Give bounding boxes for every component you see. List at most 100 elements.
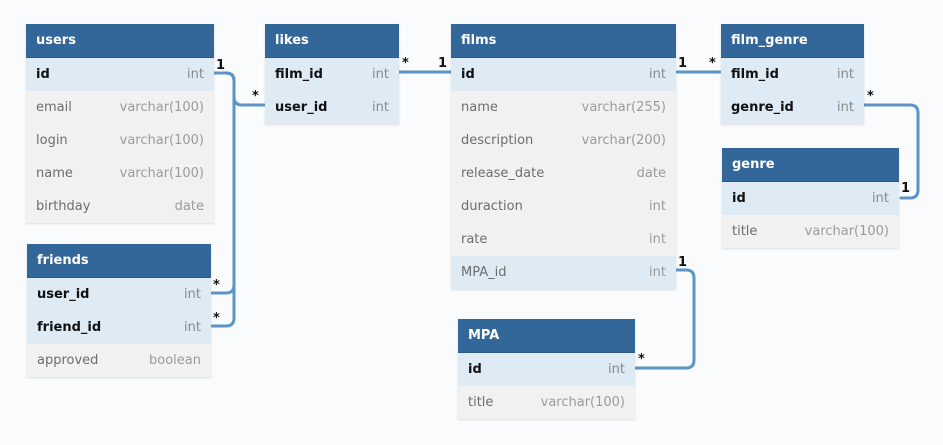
- table-films-row-id[interactable]: id int: [451, 58, 676, 91]
- relation-users-friends-user: [210, 71, 236, 295]
- table-films-header[interactable]: films: [451, 24, 676, 58]
- column-name: description: [461, 133, 534, 148]
- column-type: int: [187, 67, 204, 82]
- column-name: user_id: [275, 100, 328, 115]
- table-genre-row-title[interactable]: title varchar(100): [722, 215, 899, 248]
- cardinality-films-filmgenre-many: *: [709, 56, 716, 71]
- relation-films-mpa: [634, 268, 696, 370]
- table-films-row-description[interactable]: description varchar(200): [451, 124, 676, 157]
- table-mpa[interactable]: MPA id int title varchar(100): [458, 319, 635, 419]
- table-users-row-id[interactable]: id int: [26, 58, 214, 91]
- column-name: name: [36, 166, 73, 181]
- column-name: email: [36, 100, 72, 115]
- column-type: date: [636, 166, 666, 181]
- cardinality-films-mpa-many: *: [638, 352, 645, 367]
- column-name: id: [468, 362, 482, 377]
- table-films-row-duraction[interactable]: duraction int: [451, 190, 676, 223]
- column-type: varchar(100): [119, 133, 204, 148]
- column-name: user_id: [37, 287, 90, 302]
- table-users-row-birthday[interactable]: birthday date: [26, 190, 214, 223]
- table-users[interactable]: users id int email varchar(100) login va…: [26, 24, 214, 223]
- cardinality-likes-films-many: *: [402, 56, 409, 71]
- column-type: int: [837, 100, 854, 115]
- column-type: int: [184, 287, 201, 302]
- table-films-row-mpa-id[interactable]: MPA_id int: [451, 256, 676, 289]
- table-friends-row-user-id[interactable]: user_id int: [27, 278, 211, 311]
- column-type: int: [649, 199, 666, 214]
- column-name: title: [468, 395, 494, 410]
- table-film-genre-header[interactable]: film_genre: [721, 24, 864, 58]
- relation-filmgenre-genre: [862, 103, 920, 200]
- table-film-genre[interactable]: film_genre film_id int genre_id int: [721, 24, 864, 124]
- table-likes[interactable]: likes film_id int user_id int: [265, 24, 399, 124]
- column-name: friend_id: [37, 320, 102, 335]
- table-films[interactable]: films id int name varchar(255) descripti…: [451, 24, 676, 289]
- table-likes-row-film-id[interactable]: film_id int: [265, 58, 399, 91]
- column-type: varchar(100): [804, 224, 889, 239]
- table-users-row-email[interactable]: email varchar(100): [26, 91, 214, 124]
- table-films-row-name[interactable]: name varchar(255): [451, 91, 676, 124]
- table-users-row-login[interactable]: login varchar(100): [26, 124, 214, 157]
- table-genre-header[interactable]: genre: [722, 148, 899, 182]
- relation-users-friends-friend: [210, 278, 236, 328]
- column-name: title: [732, 224, 758, 239]
- table-friends-row-approved[interactable]: approved boolean: [27, 344, 211, 377]
- column-type: int: [649, 265, 666, 280]
- table-genre-row-id[interactable]: id int: [722, 182, 899, 215]
- column-type: varchar(255): [581, 100, 666, 115]
- table-film-genre-row-genre-id[interactable]: genre_id int: [721, 91, 864, 124]
- column-name: rate: [461, 232, 488, 247]
- column-name: release_date: [461, 166, 545, 181]
- cardinality-friends-user-many: *: [213, 278, 220, 293]
- column-type: int: [608, 362, 625, 377]
- column-type: boolean: [149, 353, 201, 368]
- cardinality-users-likes-one: 1: [216, 58, 226, 73]
- column-name: name: [461, 100, 498, 115]
- column-name: genre_id: [731, 100, 794, 115]
- cardinality-films-mpa-one: 1: [678, 255, 688, 270]
- column-name: birthday: [36, 199, 91, 214]
- column-name: id: [36, 67, 50, 82]
- column-type: int: [872, 191, 889, 206]
- table-genre[interactable]: genre id int title varchar(100): [722, 148, 899, 248]
- table-friends-row-friend-id[interactable]: friend_id int: [27, 311, 211, 344]
- table-mpa-header[interactable]: MPA: [458, 319, 635, 353]
- table-friends[interactable]: friends user_id int friend_id int approv…: [27, 244, 211, 377]
- column-type: int: [649, 67, 666, 82]
- column-name: approved: [37, 353, 99, 368]
- column-name: duraction: [461, 199, 523, 214]
- column-type: varchar(100): [119, 100, 204, 115]
- cardinality-filmgenre-genre-many: *: [867, 89, 874, 104]
- column-name: film_id: [731, 67, 779, 82]
- table-mpa-row-id[interactable]: id int: [458, 353, 635, 386]
- column-type: varchar(100): [119, 166, 204, 181]
- cardinality-friends-friend-many: *: [213, 311, 220, 326]
- table-mpa-row-title[interactable]: title varchar(100): [458, 386, 635, 419]
- column-type: int: [837, 67, 854, 82]
- column-type: varchar(200): [581, 133, 666, 148]
- column-name: login: [36, 133, 68, 148]
- table-users-header[interactable]: users: [26, 24, 214, 58]
- cardinality-users-likes-many: *: [252, 89, 259, 104]
- column-name: film_id: [275, 67, 323, 82]
- table-likes-header[interactable]: likes: [265, 24, 399, 58]
- cardinality-likes-films-one: 1: [438, 56, 448, 71]
- table-friends-header[interactable]: friends: [27, 244, 211, 278]
- table-likes-row-user-id[interactable]: user_id int: [265, 91, 399, 124]
- table-users-row-name[interactable]: name varchar(100): [26, 157, 214, 190]
- column-name: id: [461, 67, 475, 82]
- table-films-row-rate[interactable]: rate int: [451, 223, 676, 256]
- table-films-row-release-date[interactable]: release_date date: [451, 157, 676, 190]
- column-name: MPA_id: [461, 265, 507, 280]
- column-type: varchar(100): [540, 395, 625, 410]
- column-type: int: [184, 320, 201, 335]
- cardinality-filmgenre-genre-one: 1: [901, 181, 911, 196]
- table-film-genre-row-film-id[interactable]: film_id int: [721, 58, 864, 91]
- cardinality-films-filmgenre-one: 1: [678, 56, 688, 71]
- column-type: int: [649, 232, 666, 247]
- column-type: date: [174, 199, 204, 214]
- column-type: int: [372, 67, 389, 82]
- column-name: id: [732, 191, 746, 206]
